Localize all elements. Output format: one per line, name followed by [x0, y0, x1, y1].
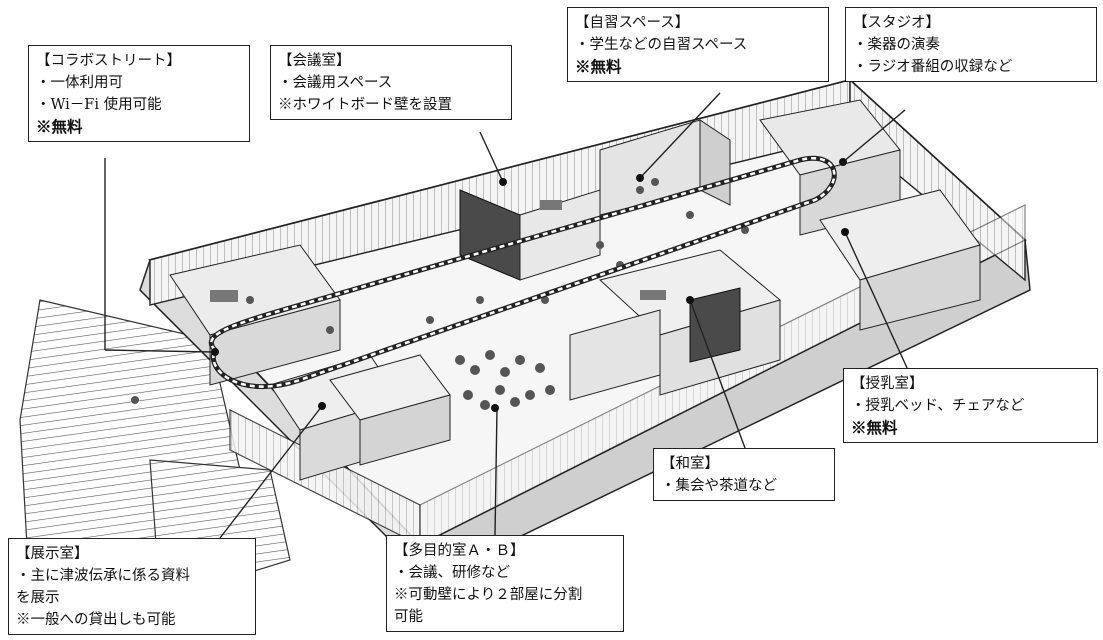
callout-meeting-room: 【会議室】 ・会議用スペース ※ホワイトボード壁を設置 — [270, 45, 512, 120]
callout-line: ・集会や茶道など — [661, 478, 777, 494]
free-note: ※無料 — [851, 418, 898, 437]
free-note: ※無料 — [575, 57, 622, 76]
callout-studio: 【スタジオ】 ・楽器の演奏 ・ラジオ番組の収録など — [845, 7, 1097, 82]
callout-line: ・授乳ベッド、チェアなど — [851, 398, 1025, 414]
callout-title: 【多目的室Ａ・Ｂ】 — [394, 543, 525, 559]
leader-lines — [104, 92, 909, 539]
callout-line: 可能 — [394, 609, 423, 625]
room-blocks — [169, 99, 981, 481]
callout-line: ・ラジオ番組の収録など — [853, 59, 1013, 75]
callout-title: 【自習スペース】 — [575, 15, 690, 31]
callout-exhibition-room: 【展示室】 ・主に津波伝承に係る資料 を展示 ※一般への貸出しも可能 — [8, 538, 256, 635]
callout-multipurpose-room: 【多目的室Ａ・Ｂ】 ・会議、研修など ※可動壁により２部屋に分割 可能 — [386, 535, 624, 632]
callout-title: 【スタジオ】 — [853, 15, 940, 31]
callout-line: ・楽器の演奏 — [853, 37, 940, 53]
callout-line: ・会議、研修など — [394, 565, 510, 581]
people-and-furniture — [131, 178, 749, 410]
callout-line: を展示 — [16, 590, 60, 606]
route-loop-icon — [208, 155, 837, 390]
free-note: ※無料 — [36, 117, 83, 136]
callout-title: 【コラボストリート】 — [36, 53, 181, 69]
callout-title: 【和室】 — [661, 456, 719, 472]
callout-line: ※一般への貸出しも可能 — [16, 612, 176, 628]
callout-collab-street: 【コラボストリート】 ・一体利用可 ・Wi－Fi 使用可能 ※無料 — [28, 45, 250, 142]
pointer-dot-icon — [211, 158, 849, 412]
callout-study-space: 【自習スペース】 ・学生などの自習スペース ※無料 — [567, 7, 829, 82]
callout-line: ・主に津波伝承に係る資料 — [16, 568, 190, 584]
callout-line: ・会議用スペース — [278, 75, 393, 91]
callout-line: ・学生などの自習スペース — [575, 37, 748, 53]
callout-title: 【授乳室】 — [851, 376, 924, 392]
callout-line: ※ホワイトボード壁を設置 — [278, 97, 452, 113]
callout-nursing-room: 【授乳室】 ・授乳ベッド、チェアなど ※無料 — [843, 368, 1098, 443]
callout-line: ・一体利用可 — [36, 75, 123, 91]
callout-line: ・Wi－Fi 使用可能 — [36, 97, 162, 113]
callout-japanese-room: 【和室】 ・集会や茶道など — [653, 448, 835, 501]
callout-line: ※可動壁により２部屋に分割 — [394, 587, 583, 603]
callout-title: 【展示室】 — [16, 546, 89, 562]
callout-title: 【会議室】 — [278, 53, 351, 69]
